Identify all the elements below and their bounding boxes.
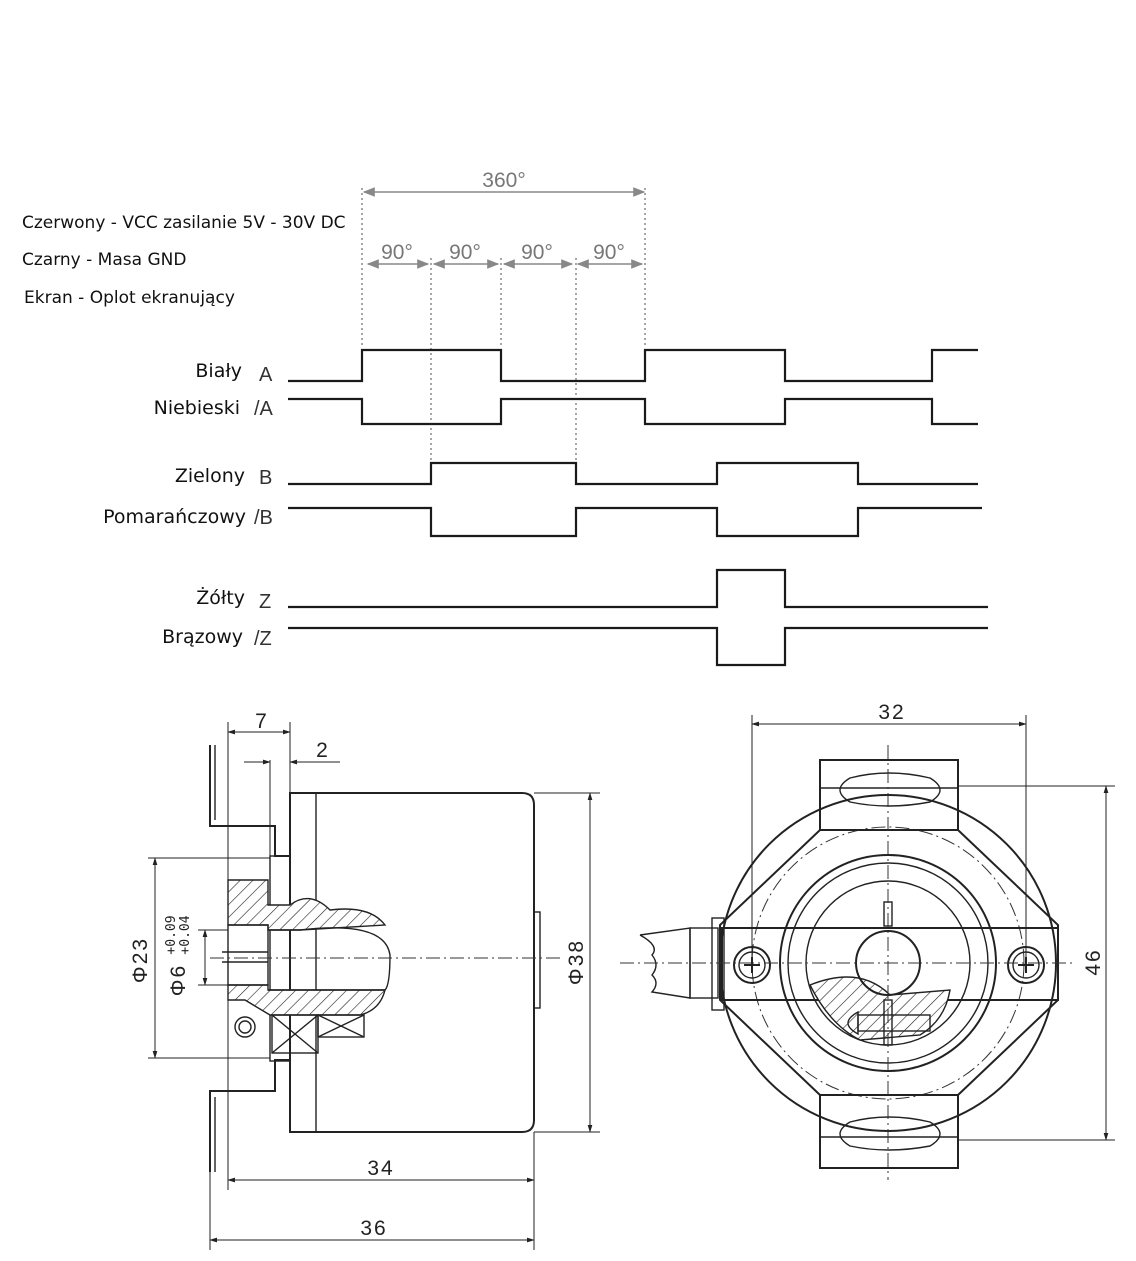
note-vcc: Czerwony - VCC zasilanie 5V - 30V DC bbox=[22, 213, 346, 233]
waveform-z-inverted bbox=[288, 626, 988, 667]
wire-color-label: Żółty bbox=[196, 586, 245, 609]
mounting-ear-top bbox=[819, 759, 959, 831]
set-screw-inner bbox=[238, 1020, 252, 1034]
dim-6-tol-lower: +0.04 bbox=[178, 915, 193, 954]
mounting-ear-bottom bbox=[819, 1094, 959, 1169]
shaft-collar bbox=[227, 924, 269, 986]
bearing-right bbox=[317, 1014, 365, 1038]
dim-6: Φ6 bbox=[167, 964, 190, 996]
signal-name: B bbox=[259, 467, 272, 489]
signal-name: Z bbox=[259, 591, 271, 613]
phase-label: 90° bbox=[593, 241, 625, 264]
encoder-body bbox=[289, 792, 535, 1133]
dim-36: 36 bbox=[360, 1217, 387, 1240]
clamp-screw-head bbox=[847, 1010, 859, 1036]
waveform-z bbox=[288, 568, 988, 609]
wire-color-label: Pomarańczowy bbox=[103, 506, 246, 528]
set-screw bbox=[234, 1016, 256, 1038]
front-view-drawing bbox=[620, 745, 1075, 1180]
dim-6-tol-upper: +0.09 bbox=[164, 915, 179, 954]
cable bbox=[639, 927, 691, 999]
waveform-a bbox=[288, 348, 978, 383]
signal-name: /A bbox=[254, 398, 274, 420]
phase-annotations: 360° 90° 90° 90° 90° bbox=[361, 169, 646, 462]
side-view-drawing bbox=[209, 745, 560, 1172]
waveform-b-inverted bbox=[288, 506, 982, 538]
note-shield: Ekran - Oplot ekranujący bbox=[24, 288, 235, 308]
hollow-shaft-bore bbox=[268, 927, 391, 991]
dim-2: 2 bbox=[316, 739, 330, 762]
dim-32: 32 bbox=[878, 701, 905, 724]
wire-color-label: Biały bbox=[195, 360, 242, 382]
bearing-cross bbox=[271, 1014, 319, 1054]
front-view-dimensions: 32 46 bbox=[751, 701, 1115, 1141]
mounting-bracket-bottom bbox=[209, 1059, 290, 1172]
cable-gland-nut bbox=[711, 917, 725, 1011]
wiring-notes: Czerwony - VCC zasilanie 5V - 30V DC Cza… bbox=[22, 213, 346, 308]
signal-name: /Z bbox=[254, 628, 272, 650]
wire-color-label: Brązowy bbox=[162, 626, 243, 648]
dim-38: Φ38 bbox=[565, 939, 588, 985]
signal-name: A bbox=[259, 364, 273, 386]
dim-23: Φ23 bbox=[129, 937, 152, 983]
signal-labels: Biały A Niebieski /A Zielony B Pomarańcz… bbox=[103, 360, 273, 650]
hub-section bbox=[809, 976, 951, 1041]
wire-color-label: Niebieski bbox=[154, 397, 240, 419]
dim-7: 7 bbox=[255, 710, 269, 733]
slot-top bbox=[839, 772, 941, 807]
signal-name: /B bbox=[254, 507, 273, 529]
waveform-b bbox=[288, 461, 978, 486]
slot-bottom bbox=[839, 1116, 941, 1151]
wire-color-label: Zielony bbox=[175, 465, 245, 487]
bearing-cross bbox=[317, 1014, 365, 1038]
dim-46: 46 bbox=[1082, 948, 1105, 975]
phase-label: 90° bbox=[381, 241, 413, 264]
phase-label: 90° bbox=[449, 241, 481, 264]
rear-cap bbox=[533, 911, 541, 1009]
waveform-a-inverted bbox=[288, 397, 978, 426]
hub-section-top bbox=[227, 879, 387, 931]
period-label: 360° bbox=[482, 169, 525, 192]
phase-label: 90° bbox=[521, 241, 553, 264]
note-gnd: Czarny - Masa GND bbox=[22, 250, 186, 270]
dim-34: 34 bbox=[367, 1157, 394, 1180]
waveforms bbox=[288, 348, 988, 667]
side-view-dimensions: 7 2 Φ23 Φ6 +0.09 +0.04 Φ38 34 36 bbox=[129, 710, 600, 1250]
